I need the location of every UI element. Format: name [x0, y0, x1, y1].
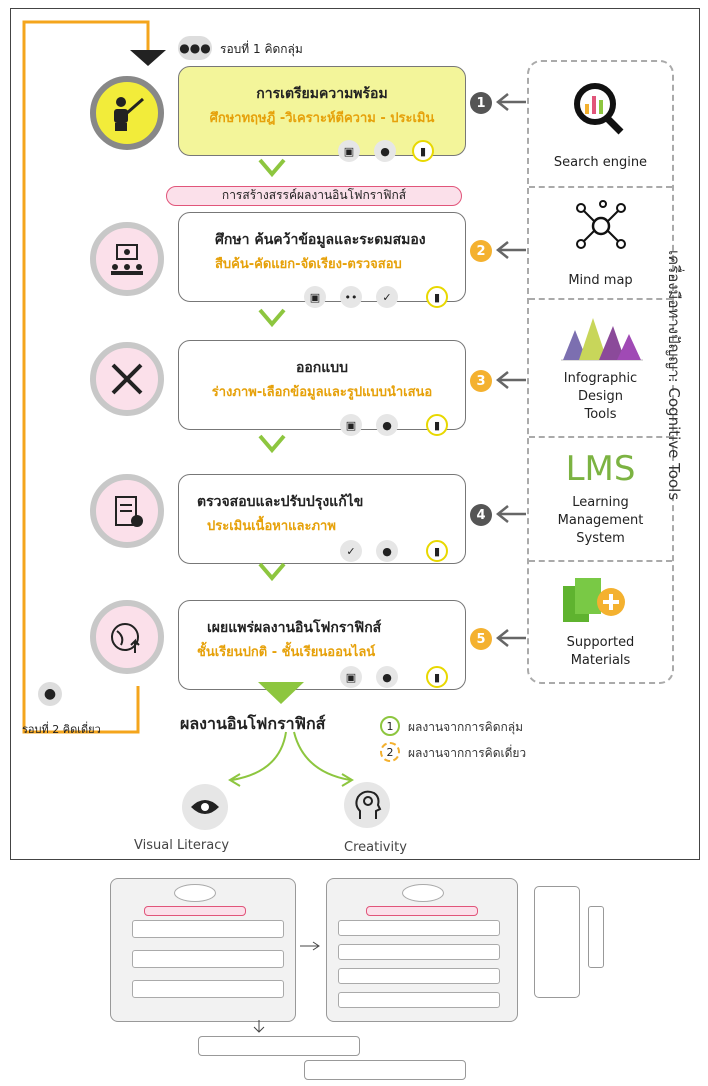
- computer-user-icon: ●: [376, 666, 398, 688]
- mind-map-label: Mind map: [568, 273, 633, 288]
- brainstorm-icon: [90, 222, 164, 296]
- person-icon: ●: [38, 682, 62, 706]
- infographic-label-2: Design: [578, 389, 623, 404]
- stage-4-title: ตรวจสอบและปรับปรุงแก้ไข: [197, 494, 364, 510]
- legend-solo-badge: 2: [380, 742, 400, 762]
- book-icon: ▮: [426, 666, 448, 688]
- stage-4-subtitle: ประเมินเนื้อหาและภาพ: [207, 519, 336, 534]
- group-icon: ●●●: [178, 36, 212, 60]
- stage-2-box: ศึกษา ค้นคว้าข้อมูลและระดมสมอง สืบค้น-คั…: [178, 212, 466, 302]
- visual-literacy-label: Visual Literacy: [134, 838, 230, 853]
- stage-5-number: 5: [470, 628, 492, 650]
- presenter-icon: ▣: [338, 140, 360, 162]
- supported-label-2: Materials: [570, 653, 631, 668]
- lms-label-3: System: [576, 531, 625, 546]
- globe-share-icon: [90, 600, 164, 674]
- legend-group-badge: 1: [380, 716, 400, 736]
- stage-4-number: 4: [470, 504, 492, 526]
- computer-user-icon: ●: [376, 540, 398, 562]
- stage-3-title: ออกแบบ: [295, 360, 349, 376]
- output-title: ผลงานอินโฟกราฟิกส์: [180, 714, 326, 733]
- stage-5-title: เผยแพร่ผลงานอินโฟกราฟิกส์: [207, 620, 382, 636]
- mind-map-icon: [576, 200, 626, 249]
- cognitive-tools-panel: Search engine Mind map Infographic Desig…: [527, 60, 674, 684]
- search-engine-label: Search engine: [553, 155, 648, 170]
- stage-1-subtitle: ศึกษาทฤษฎี -วิเคราะห์ตีความ - ประเมิน: [209, 111, 435, 126]
- legend-solo-label: ผลงานจากการคิดเดี่ยว: [408, 746, 527, 760]
- creativity-label: Creativity: [344, 840, 407, 855]
- output-arrow-icon: [258, 682, 304, 704]
- arrow-down-4: [258, 562, 286, 582]
- stage-5-subtitle: ชั้นเรียนปกติ - ชั้นเรียนออนไลน์: [197, 645, 376, 660]
- overview-diagram: [104, 870, 610, 1080]
- infographic-label-3: Tools: [584, 407, 617, 422]
- presenter-icon: ▣: [304, 286, 326, 308]
- stage-2-number: 2: [470, 240, 492, 262]
- book-icon: ▮: [426, 540, 448, 562]
- stage-1-number: 1: [470, 92, 492, 114]
- round2-label: รอบที่ 2 คิดเดี่ยว: [22, 723, 101, 736]
- output-branch-arrows: [228, 731, 354, 787]
- presenter-icon: ▣: [340, 666, 362, 688]
- book-icon: ▮: [412, 140, 434, 162]
- supported-materials-icon: [563, 578, 625, 622]
- group-icon: ••: [340, 286, 362, 308]
- person-check-icon: ✓: [376, 286, 398, 308]
- stage-5-box: เผยแพร่ผลงานอินโฟกราฟิกส์ ชั้นเรียนปกติ …: [178, 600, 466, 690]
- search-engine-icon: [574, 83, 624, 135]
- stage-3-subtitle: ร่างภาพ-เลือกข้อมูลและรูปแบบนำเสนอ: [211, 385, 433, 400]
- person-check-icon: ✓: [340, 540, 362, 562]
- presenter-icon: ▣: [340, 414, 362, 436]
- lms-logo: LMS: [565, 449, 636, 489]
- arrow-down-1: [258, 158, 286, 178]
- stage-2-title: ศึกษา ค้นคว้าข้อมูลและระดมสมอง: [215, 232, 426, 248]
- round1-label: รอบที่ 1 คิดกลุ่ม: [220, 42, 303, 56]
- lms-label-1: Learning: [572, 495, 629, 510]
- stage-4-box: ตรวจสอบและปรับปรุงแก้ไข ประเมินเนื้อหาแล…: [178, 474, 466, 564]
- stage-3-number: 3: [470, 370, 492, 392]
- arrow-down-3: [258, 434, 286, 454]
- computer-user-icon: ●: [376, 414, 398, 436]
- book-icon: ▮: [426, 414, 448, 436]
- arrow-down-2: [258, 308, 286, 328]
- lms-label-2: Management: [557, 513, 644, 528]
- design-icon: [90, 342, 164, 416]
- book-icon: ▮: [426, 286, 448, 308]
- legend-group-label: ผลงานจากการคิดกลุ่ม: [408, 720, 524, 734]
- eye-icon: [182, 784, 228, 830]
- infographic-tools-icon: [561, 318, 643, 361]
- computer-user-icon: ●: [374, 140, 396, 162]
- infographic-label-1: Infographic: [563, 371, 638, 386]
- model-frame: [10, 8, 700, 860]
- creativity-head-icon: [344, 782, 390, 828]
- stage-1-title: การเตรียมความพร้อม: [256, 86, 388, 102]
- tool-arrows: [495, 93, 526, 647]
- cognitive-tools-vertical-label: เครื่องมือทางปัญญา: Cognitive Tools: [665, 250, 683, 501]
- creation-banner: การสร้างสรรค์ผลงานอินโฟกราฟิกส์: [166, 186, 462, 206]
- supported-label-1: Supported: [566, 635, 635, 650]
- stage-2-subtitle: สืบค้น-คัดแยก-จัดเรียง-ตรวจสอบ: [215, 257, 402, 272]
- stage-3-box: ออกแบบ ร่างภาพ-เลือกข้อมูลและรูปแบบนำเสน…: [178, 340, 466, 430]
- clipboard-check-icon: [90, 474, 164, 548]
- teacher-icon: [90, 76, 164, 150]
